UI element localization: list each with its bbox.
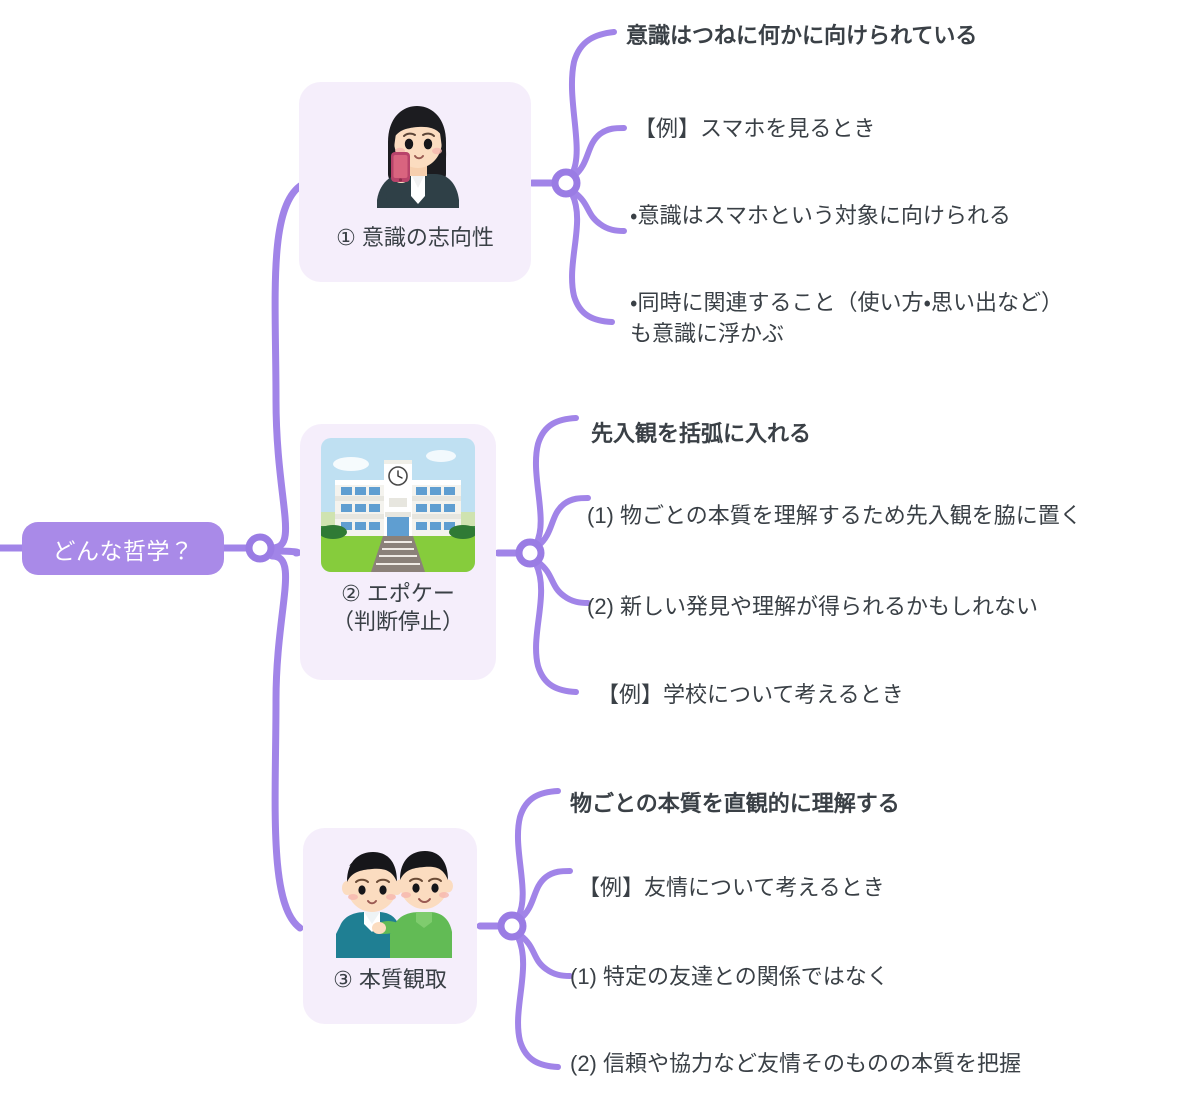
topic-card-3-label: ③ 本質観取 bbox=[333, 967, 447, 992]
branch-2-leaf-4[interactable]: 【例】学校について考えるとき bbox=[597, 682, 904, 707]
wire-root-to-branch-2 bbox=[268, 547, 302, 557]
branch-3-leaf-2[interactable]: 【例】友情について考えるとき bbox=[578, 875, 885, 900]
branch-1-leaf-wire-4 bbox=[569, 191, 615, 325]
branch-2-leaf-wire-3 bbox=[535, 559, 591, 606]
wire-root-to-branch-1 bbox=[268, 182, 304, 552]
topic-card-1-label: ① 意識の志向性 bbox=[336, 225, 494, 250]
branch-1-leaf-wire-2 bbox=[571, 125, 627, 179]
topic-card-2-label: ② エポケー （判断停止） bbox=[331, 581, 464, 635]
branch-1-leaf-2[interactable]: 【例】スマホを見るとき bbox=[634, 116, 876, 141]
branch-1-leaf-3[interactable]: ・意識はスマホという対象に向けられる bbox=[630, 203, 1011, 228]
branch-2-leaf-2[interactable]: (1) 物ごとの本質を理解するため先入観を脇に置く bbox=[587, 503, 1082, 528]
woman-with-smartphone-icon bbox=[377, 106, 459, 208]
branch-3-hub[interactable] bbox=[497, 911, 527, 941]
wire-root-to-branch-3 bbox=[268, 552, 304, 932]
topic-card-2[interactable]: ② エポケー （判断停止） bbox=[300, 424, 496, 680]
branch-1-leaf-1[interactable]: 意識はつねに何かに向けられている bbox=[626, 23, 978, 48]
root-node-label: どんな哲学？ bbox=[52, 537, 194, 564]
school-building-icon bbox=[321, 438, 475, 572]
root-node[interactable]: どんな哲学？ bbox=[22, 522, 224, 575]
branch-2-leaf-3[interactable]: (2) 新しい発見や理解が得られるかもしれない bbox=[587, 594, 1039, 619]
branch-2-leaf-wire-2 bbox=[535, 495, 591, 549]
branch-3-leaf-wire-2 bbox=[517, 868, 573, 922]
root-hub[interactable] bbox=[245, 533, 275, 563]
branch-1-leaf-wire-1 bbox=[568, 29, 617, 177]
branch-1-leaf-wire-3 bbox=[571, 189, 627, 234]
two-friends-icon bbox=[336, 851, 453, 958]
branch-1-hub[interactable] bbox=[551, 168, 581, 198]
branch-2-hub[interactable] bbox=[515, 538, 545, 568]
branch-3-leaf-3[interactable]: (1) 特定の友達との関係ではなく bbox=[570, 964, 889, 989]
branch-2-leaf-wire-1 bbox=[532, 415, 579, 547]
branch-3-leaf-1[interactable]: 物ごとの本質を直観的に理解する bbox=[570, 791, 900, 816]
branch-3-leaf-4[interactable]: (2) 信頼や協力など友情そのものの本質を把握 bbox=[570, 1051, 1022, 1076]
branch-3-leaf-wire-3 bbox=[517, 932, 573, 979]
branch-1-leaf-4[interactable]: ・同時に関連すること（使い方・思い出など） も意識に浮かぶ bbox=[630, 290, 1063, 347]
topic-card-3[interactable]: ③ 本質観取 bbox=[303, 828, 477, 1024]
branch-3-leaf-wire-1 bbox=[514, 788, 561, 920]
branch-3-leaf-wire-4 bbox=[515, 934, 561, 1070]
topic-card-1[interactable]: ① 意識の志向性 bbox=[299, 82, 531, 282]
branch-2-leaf-1[interactable]: 先入観を括弧に入れる bbox=[591, 421, 812, 446]
branch-2-leaf-wire-4 bbox=[533, 561, 579, 695]
